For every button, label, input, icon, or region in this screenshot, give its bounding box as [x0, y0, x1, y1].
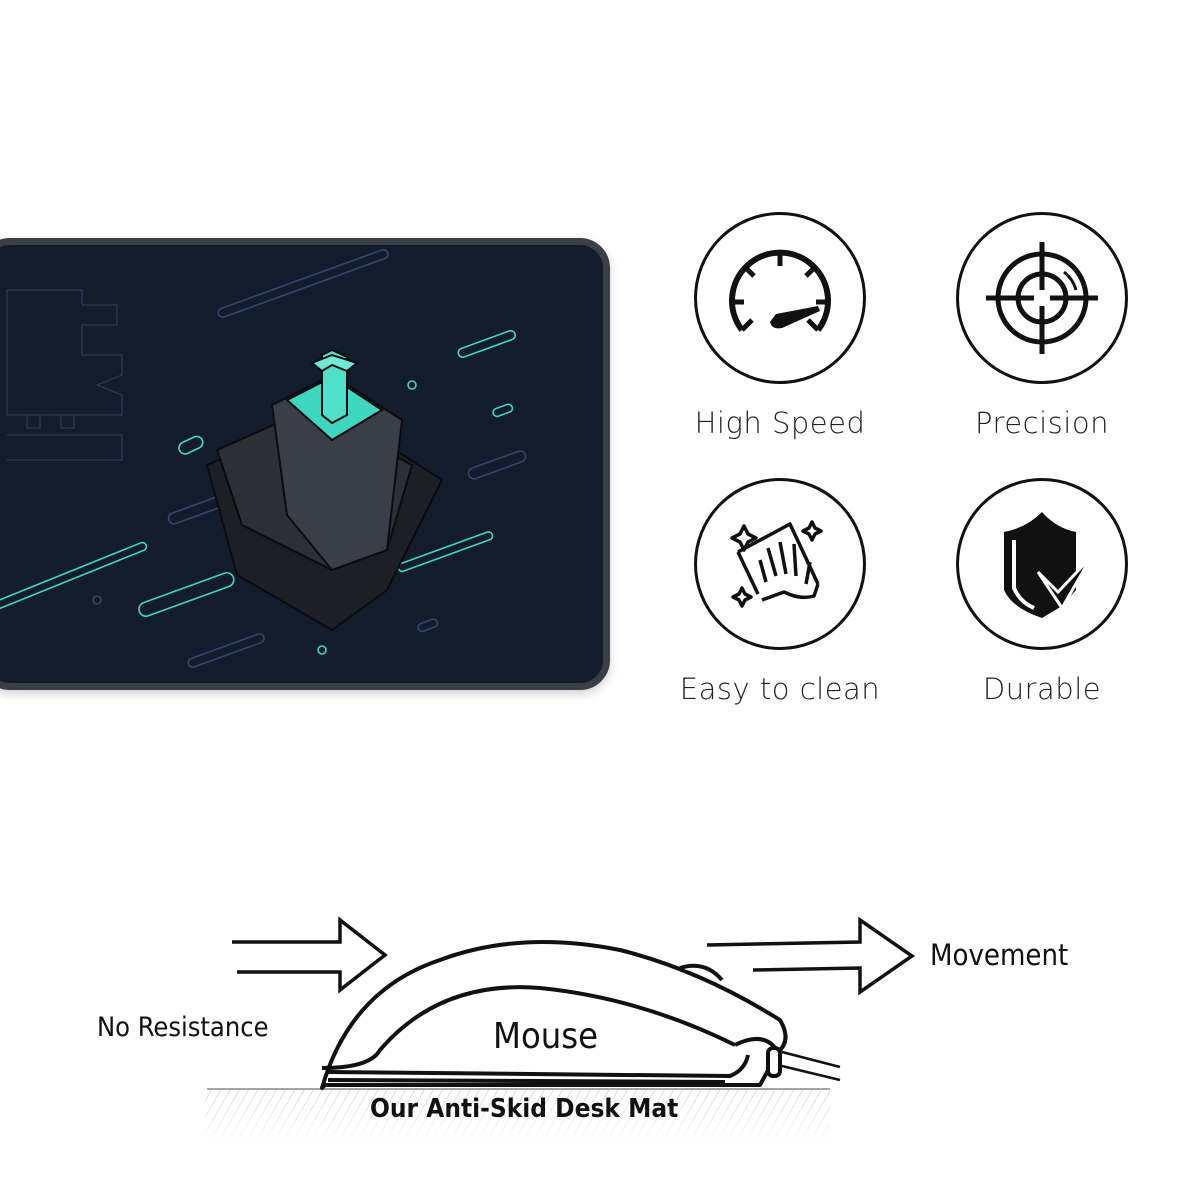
feature-precision: Precision: [912, 212, 1172, 440]
crosshair-icon: [986, 242, 1098, 354]
desk-mat-label: Our Anti-Skid Desk Mat: [370, 1094, 679, 1124]
shield-check-icon: [1004, 512, 1094, 618]
arrow-right-icon: [232, 916, 388, 994]
feature-circle: [694, 212, 866, 384]
no-resistance-label: No Resistance: [97, 1012, 269, 1043]
mouse-diagram-graphic: [205, 916, 916, 1145]
arrow-right-icon: [706, 916, 916, 996]
feature-circle: [956, 478, 1128, 650]
feature-label: Durable: [982, 672, 1102, 706]
feature-high-speed: High Speed: [650, 212, 910, 440]
feature-durable: Durable: [912, 478, 1172, 706]
feature-easy-to-clean: Easy to clean: [650, 478, 910, 706]
keyboard-switch-illustration: [0, 248, 527, 668]
hand-cleaning-icon: [730, 520, 823, 608]
mouse-label: Mouse: [493, 1016, 599, 1057]
feature-label: Precision: [975, 406, 1109, 440]
feature-label: High Speed: [694, 406, 866, 440]
mouse-illustration: [320, 940, 841, 1090]
speedometer-icon: [729, 249, 831, 332]
feature-label: Easy to clean: [679, 672, 881, 706]
desk-mat-image: [0, 238, 610, 690]
movement-label: Movement: [930, 938, 1069, 972]
feature-circle: [694, 478, 866, 650]
mouse-movement-diagram: No Resistance Movement Mouse Our Anti-Sk…: [0, 880, 1200, 1180]
feature-circle: [956, 212, 1128, 384]
